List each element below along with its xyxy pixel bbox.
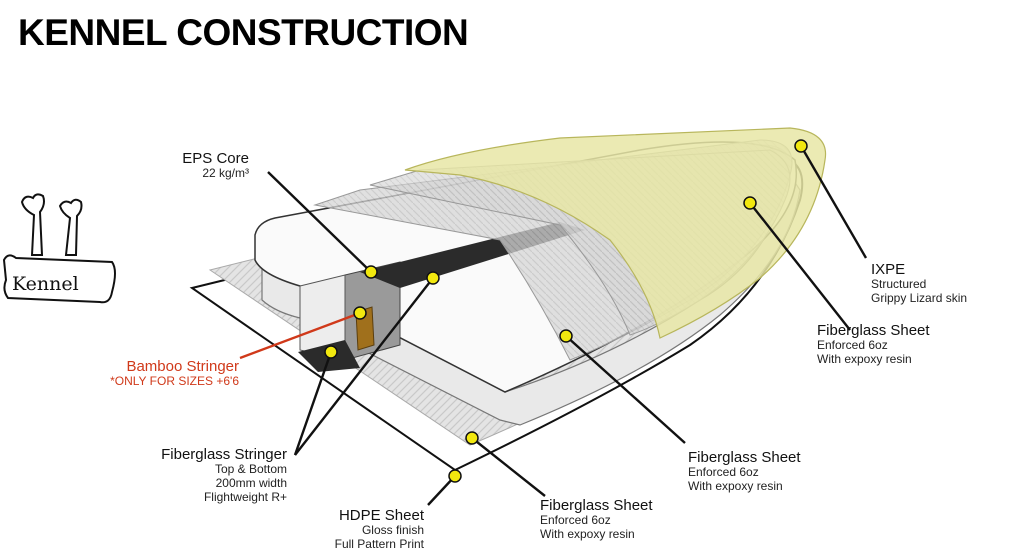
label-fiberglass-sheet-top: Fiberglass Sheet Enforced 6oz With expox… — [817, 322, 930, 367]
label-ixpe: IXPE Structured Grippy Lizard skin — [871, 261, 967, 306]
kennel-logo: Kennel — [2, 193, 116, 304]
board-illustration — [189, 127, 827, 472]
dot-fg-stringer-top — [426, 271, 440, 285]
ixpe-skin — [404, 127, 827, 339]
label-line: Grippy Lizard skin — [871, 291, 968, 306]
label-line: Flightweight R+ — [203, 489, 287, 504]
dot-fg-top — [743, 196, 757, 210]
dot-hdpe — [448, 469, 462, 483]
dot-eps-core — [364, 265, 378, 279]
label-line: Enforced 6oz — [688, 465, 759, 480]
label-detail: *ONLY FOR SIZES +6'6 — [110, 374, 239, 389]
label-eps-core: EPS Core 22 kg/m³ — [182, 150, 249, 181]
label-heading: Fiberglass Sheet — [540, 497, 653, 514]
leader-ixpe — [799, 145, 868, 259]
label-hdpe-sheet: HDPE Sheet Gloss finish Full Pattern Pri… — [335, 507, 424, 552]
leader-fg-mid — [565, 335, 686, 444]
callout-lines — [239, 145, 868, 506]
leader-fg-stringer-a — [294, 277, 434, 456]
label-line: Top & Bottom — [214, 462, 287, 477]
label-line: With expoxy resin — [817, 352, 912, 367]
leader-fg-stringer-b — [293, 351, 333, 456]
label-line: Full Pattern Print — [334, 537, 424, 552]
bone-icon-right — [58, 198, 83, 256]
callout-dots — [324, 139, 808, 483]
leader-bamboo — [239, 311, 361, 360]
label-fiberglass-sheet-mid: Fiberglass Sheet Enforced 6oz With expox… — [688, 449, 801, 494]
leader-fg-bottom — [471, 437, 546, 497]
label-line: Gloss finish — [361, 523, 424, 538]
dot-fg-bottom — [465, 431, 479, 445]
label-heading: EPS Core — [182, 150, 249, 167]
label-heading: HDPE Sheet — [338, 507, 424, 524]
dot-fg-stringer-bottom — [324, 345, 338, 359]
label-detail: 22 kg/m³ — [202, 166, 249, 181]
label-line: Enforced 6oz — [817, 338, 888, 353]
label-fiberglass-sheet-bottom: Fiberglass Sheet Enforced 6oz With expox… — [540, 497, 653, 542]
label-fiberglass-stringer: Fiberglass Stringer Top & Bottom 200mm w… — [161, 446, 287, 505]
label-heading: Fiberglass Stringer — [161, 446, 287, 463]
logo-banner — [2, 254, 116, 304]
label-line: Enforced 6oz — [540, 513, 611, 528]
label-line: With expoxy resin — [540, 527, 635, 542]
page-title: KENNEL CONSTRUCTION — [18, 12, 469, 53]
dot-bamboo — [353, 306, 367, 320]
dot-ixpe — [794, 139, 808, 153]
label-line: With expoxy resin — [688, 479, 783, 494]
label-bamboo-stringer: Bamboo Stringer *ONLY FOR SIZES +6'6 — [110, 358, 239, 389]
label-heading: Fiberglass Sheet — [817, 322, 930, 339]
label-line: Structured — [871, 277, 927, 292]
leader-eps-core — [267, 171, 372, 273]
label-heading: IXPE — [871, 261, 906, 278]
bone-icon-left — [20, 193, 45, 256]
label-heading: Fiberglass Sheet — [688, 449, 801, 466]
dot-fg-mid — [559, 329, 573, 343]
logo-text: Kennel — [12, 273, 79, 295]
label-heading: Bamboo Stringer — [126, 358, 239, 375]
label-line: 200mm width — [215, 476, 287, 491]
leader-fg-top — [749, 202, 851, 331]
